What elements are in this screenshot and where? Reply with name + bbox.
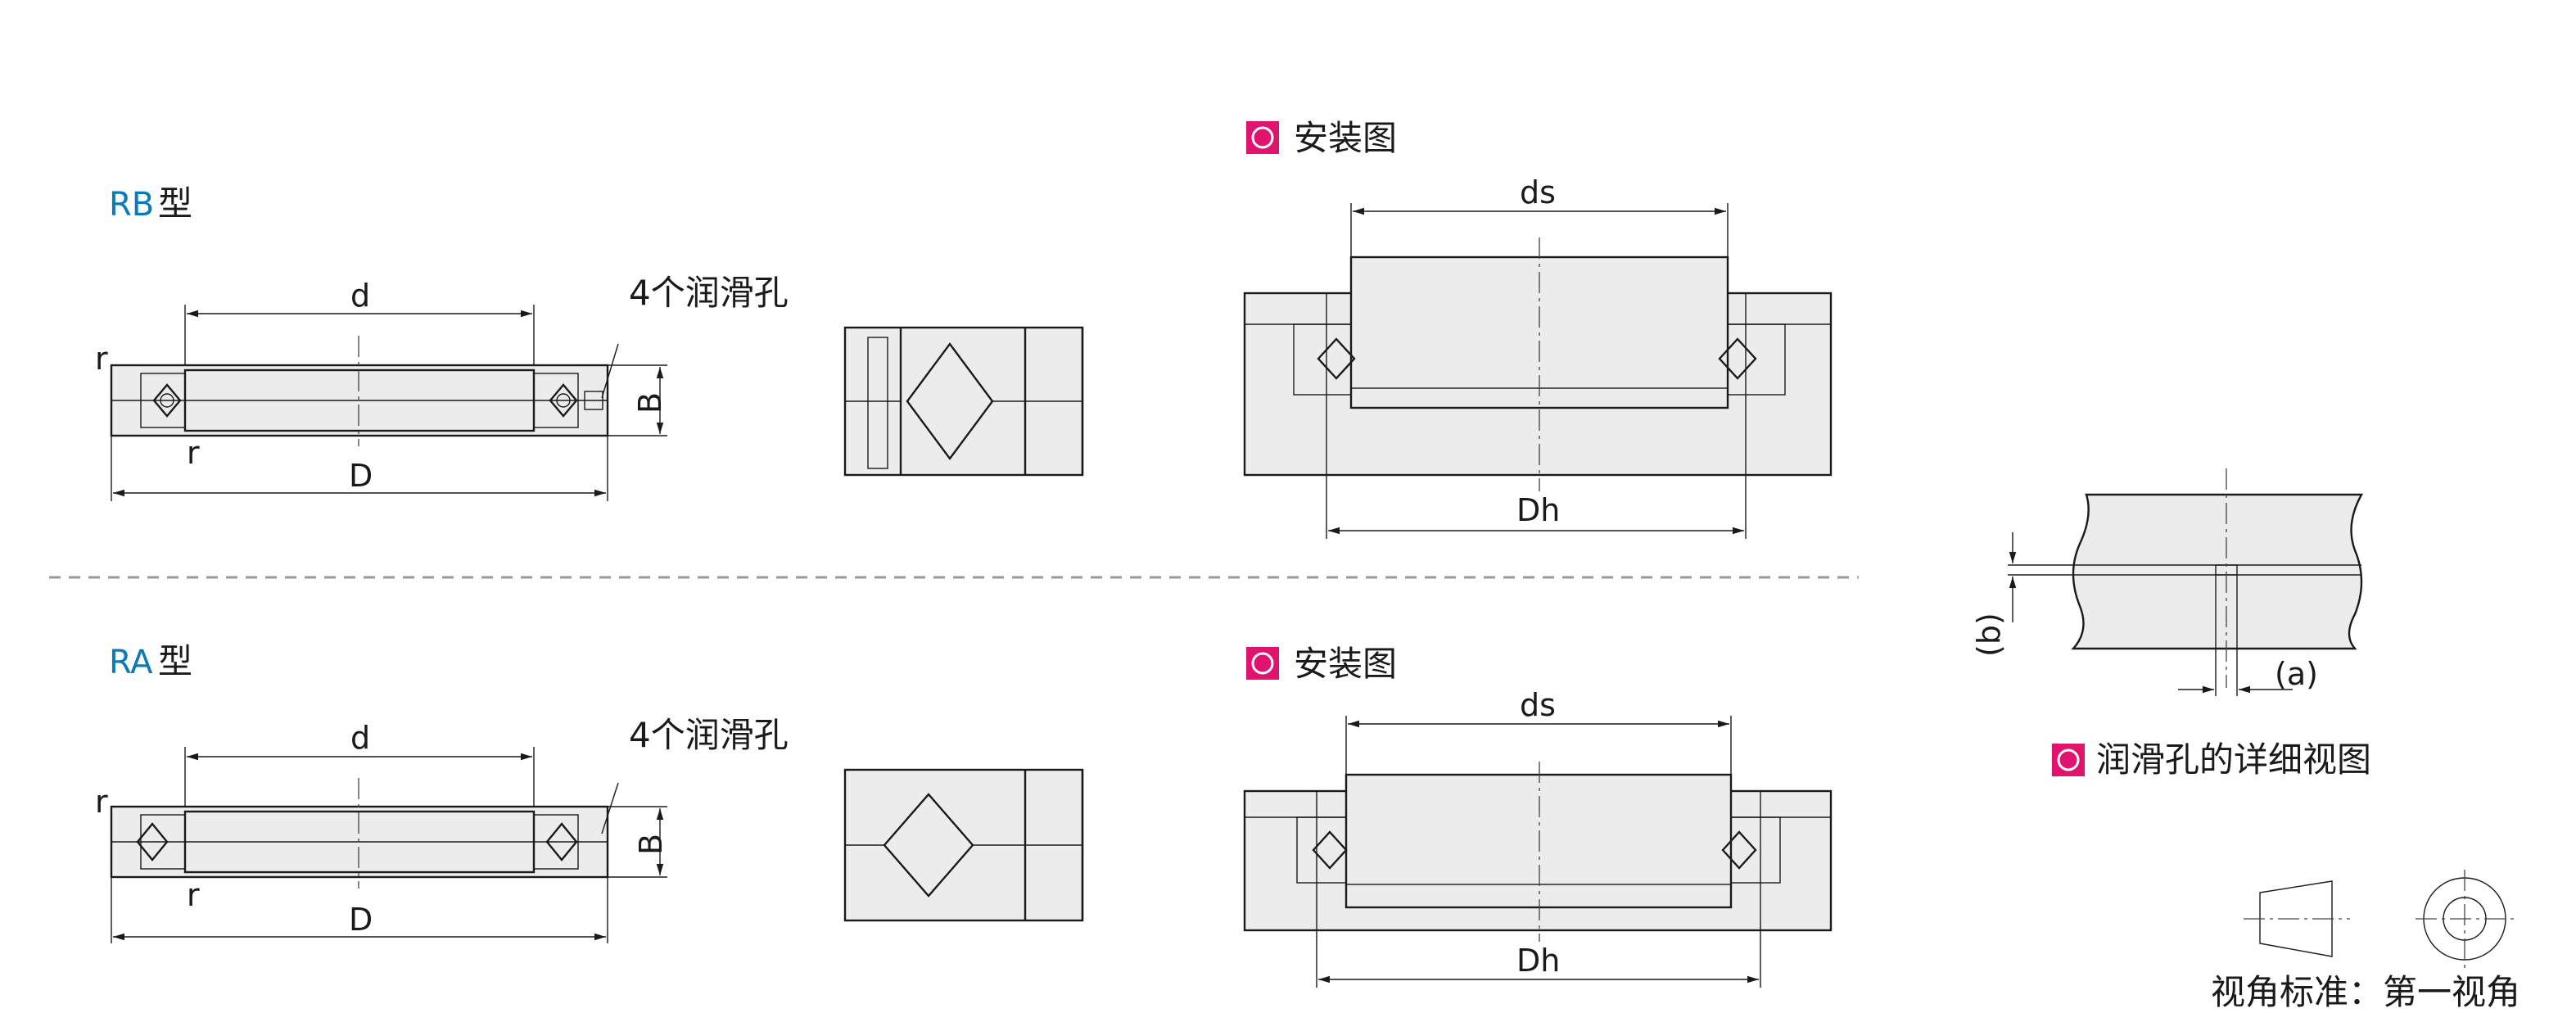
ra-bearing-section — [110, 778, 609, 889]
svg-text:润滑孔的详细视图: 润滑孔的详细视图 — [2096, 739, 2371, 780]
svg-text:ds: ds — [1520, 174, 1556, 210]
svg-text:r: r — [95, 341, 108, 377]
svg-text:d: d — [350, 278, 370, 314]
ra-dimension-D: D — [111, 877, 608, 943]
projection-standard-text: 视角标准：第一视角 — [2211, 972, 2520, 1012]
install-bottom-dim-Dh: Dh — [1316, 930, 1761, 988]
svg-text:D: D — [349, 458, 373, 494]
install-bottom-title: 安装图 — [1246, 644, 1397, 684]
svg-text:Dh: Dh — [1516, 943, 1560, 979]
ra-type-label: RA 型 — [109, 641, 192, 681]
rb-bearing-section — [110, 336, 609, 446]
install-bottom-dim-ds: ds — [1345, 687, 1732, 775]
svg-text:Dh: Dh — [1516, 492, 1560, 528]
rb-type-label: RB 型 — [109, 183, 192, 224]
rb-radius-labels: r r — [95, 341, 200, 471]
svg-text:4个润滑孔: 4个润滑孔 — [629, 273, 789, 313]
ra-dimension-d: d — [184, 720, 535, 807]
ra-lube-hole-callout: 4个润滑孔 — [601, 715, 789, 834]
ra-radius-labels: r r — [95, 784, 200, 913]
lube-detail-a: (a) — [2275, 656, 2318, 692]
svg-text:D: D — [349, 902, 373, 938]
svg-text:安装图: 安装图 — [1294, 118, 1397, 158]
rb-dimension-d: d — [184, 278, 535, 365]
svg-text:r: r — [95, 784, 108, 820]
rb-lube-hole-callout: 4个润滑孔 — [601, 273, 789, 399]
svg-text:B: B — [633, 834, 669, 855]
install-bottom-drawing — [1243, 762, 1833, 942]
install-top-drawing — [1243, 237, 1833, 491]
svg-text:d: d — [350, 720, 370, 756]
svg-text:r: r — [187, 435, 200, 471]
ra-cross-section-detail — [843, 768, 1084, 922]
svg-text:型: 型 — [158, 183, 192, 224]
svg-text:r: r — [187, 877, 200, 913]
svg-text:RB: RB — [109, 186, 154, 224]
svg-text:4个润滑孔: 4个润滑孔 — [629, 715, 789, 755]
ra-dimension-B: B — [608, 806, 669, 878]
svg-text:ds: ds — [1520, 687, 1556, 723]
svg-text:型: 型 — [158, 641, 192, 681]
rb-cross-section-detail — [843, 326, 1084, 477]
svg-text:B: B — [632, 392, 668, 414]
lube-detail-title: 润滑孔的详细视图 — [2052, 739, 2371, 780]
lube-detail-b: (b) — [1971, 613, 2007, 657]
rb-dimension-D: D — [111, 436, 608, 501]
install-top-title: 安装图 — [1246, 118, 1397, 158]
install-top-dim-ds: ds — [1350, 174, 1729, 257]
rb-dimension-B: B — [608, 364, 668, 436]
svg-text:安装图: 安装图 — [1294, 644, 1397, 684]
install-top-dim-Dh: Dh — [1326, 475, 1747, 539]
lube-hole-detail-drawing — [2008, 468, 2364, 696]
first-angle-projection-symbol — [2244, 870, 2514, 968]
svg-text:RA: RA — [109, 644, 153, 681]
